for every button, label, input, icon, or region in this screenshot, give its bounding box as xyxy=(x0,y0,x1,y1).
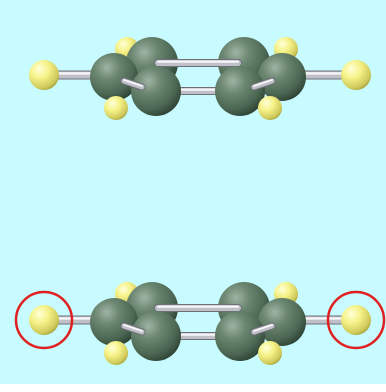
front-left-carbon xyxy=(131,66,181,116)
right-outer-carbon xyxy=(258,298,306,346)
left-end-hydrogen-highlight-ring xyxy=(14,290,74,350)
lower-molecule xyxy=(14,282,386,365)
left-ring-bond-shine xyxy=(123,324,143,332)
front-right-hydrogen xyxy=(258,341,282,365)
front-left-carbon xyxy=(131,311,181,361)
left-end-hydrogen xyxy=(29,60,59,90)
front-right-carbon xyxy=(215,311,265,361)
left-ring-bond xyxy=(121,78,145,90)
right-end-hydrogen xyxy=(341,305,371,335)
frame-bottom-edge xyxy=(0,384,386,392)
right-ring-bond-shine xyxy=(253,324,273,332)
left-ring-bond xyxy=(121,323,145,335)
front-right-hydrogen xyxy=(258,96,282,120)
right-ring-bond xyxy=(251,323,275,335)
front-left-hydrogen xyxy=(104,96,128,120)
left-outer-carbon xyxy=(90,53,138,101)
front-left-hydrogen xyxy=(104,341,128,365)
left-outer-carbon xyxy=(90,298,138,346)
right-ring-bond-shine xyxy=(253,79,273,87)
right-end-hydrogen xyxy=(341,60,371,90)
left-end-hydrogen xyxy=(29,305,59,335)
right-ring-bond xyxy=(251,78,275,90)
upper-molecule xyxy=(29,37,371,120)
right-outer-carbon xyxy=(258,53,306,101)
right-end-hydrogen-highlight-ring xyxy=(326,290,386,350)
front-right-carbon xyxy=(215,66,265,116)
left-ring-bond-shine xyxy=(123,79,143,87)
